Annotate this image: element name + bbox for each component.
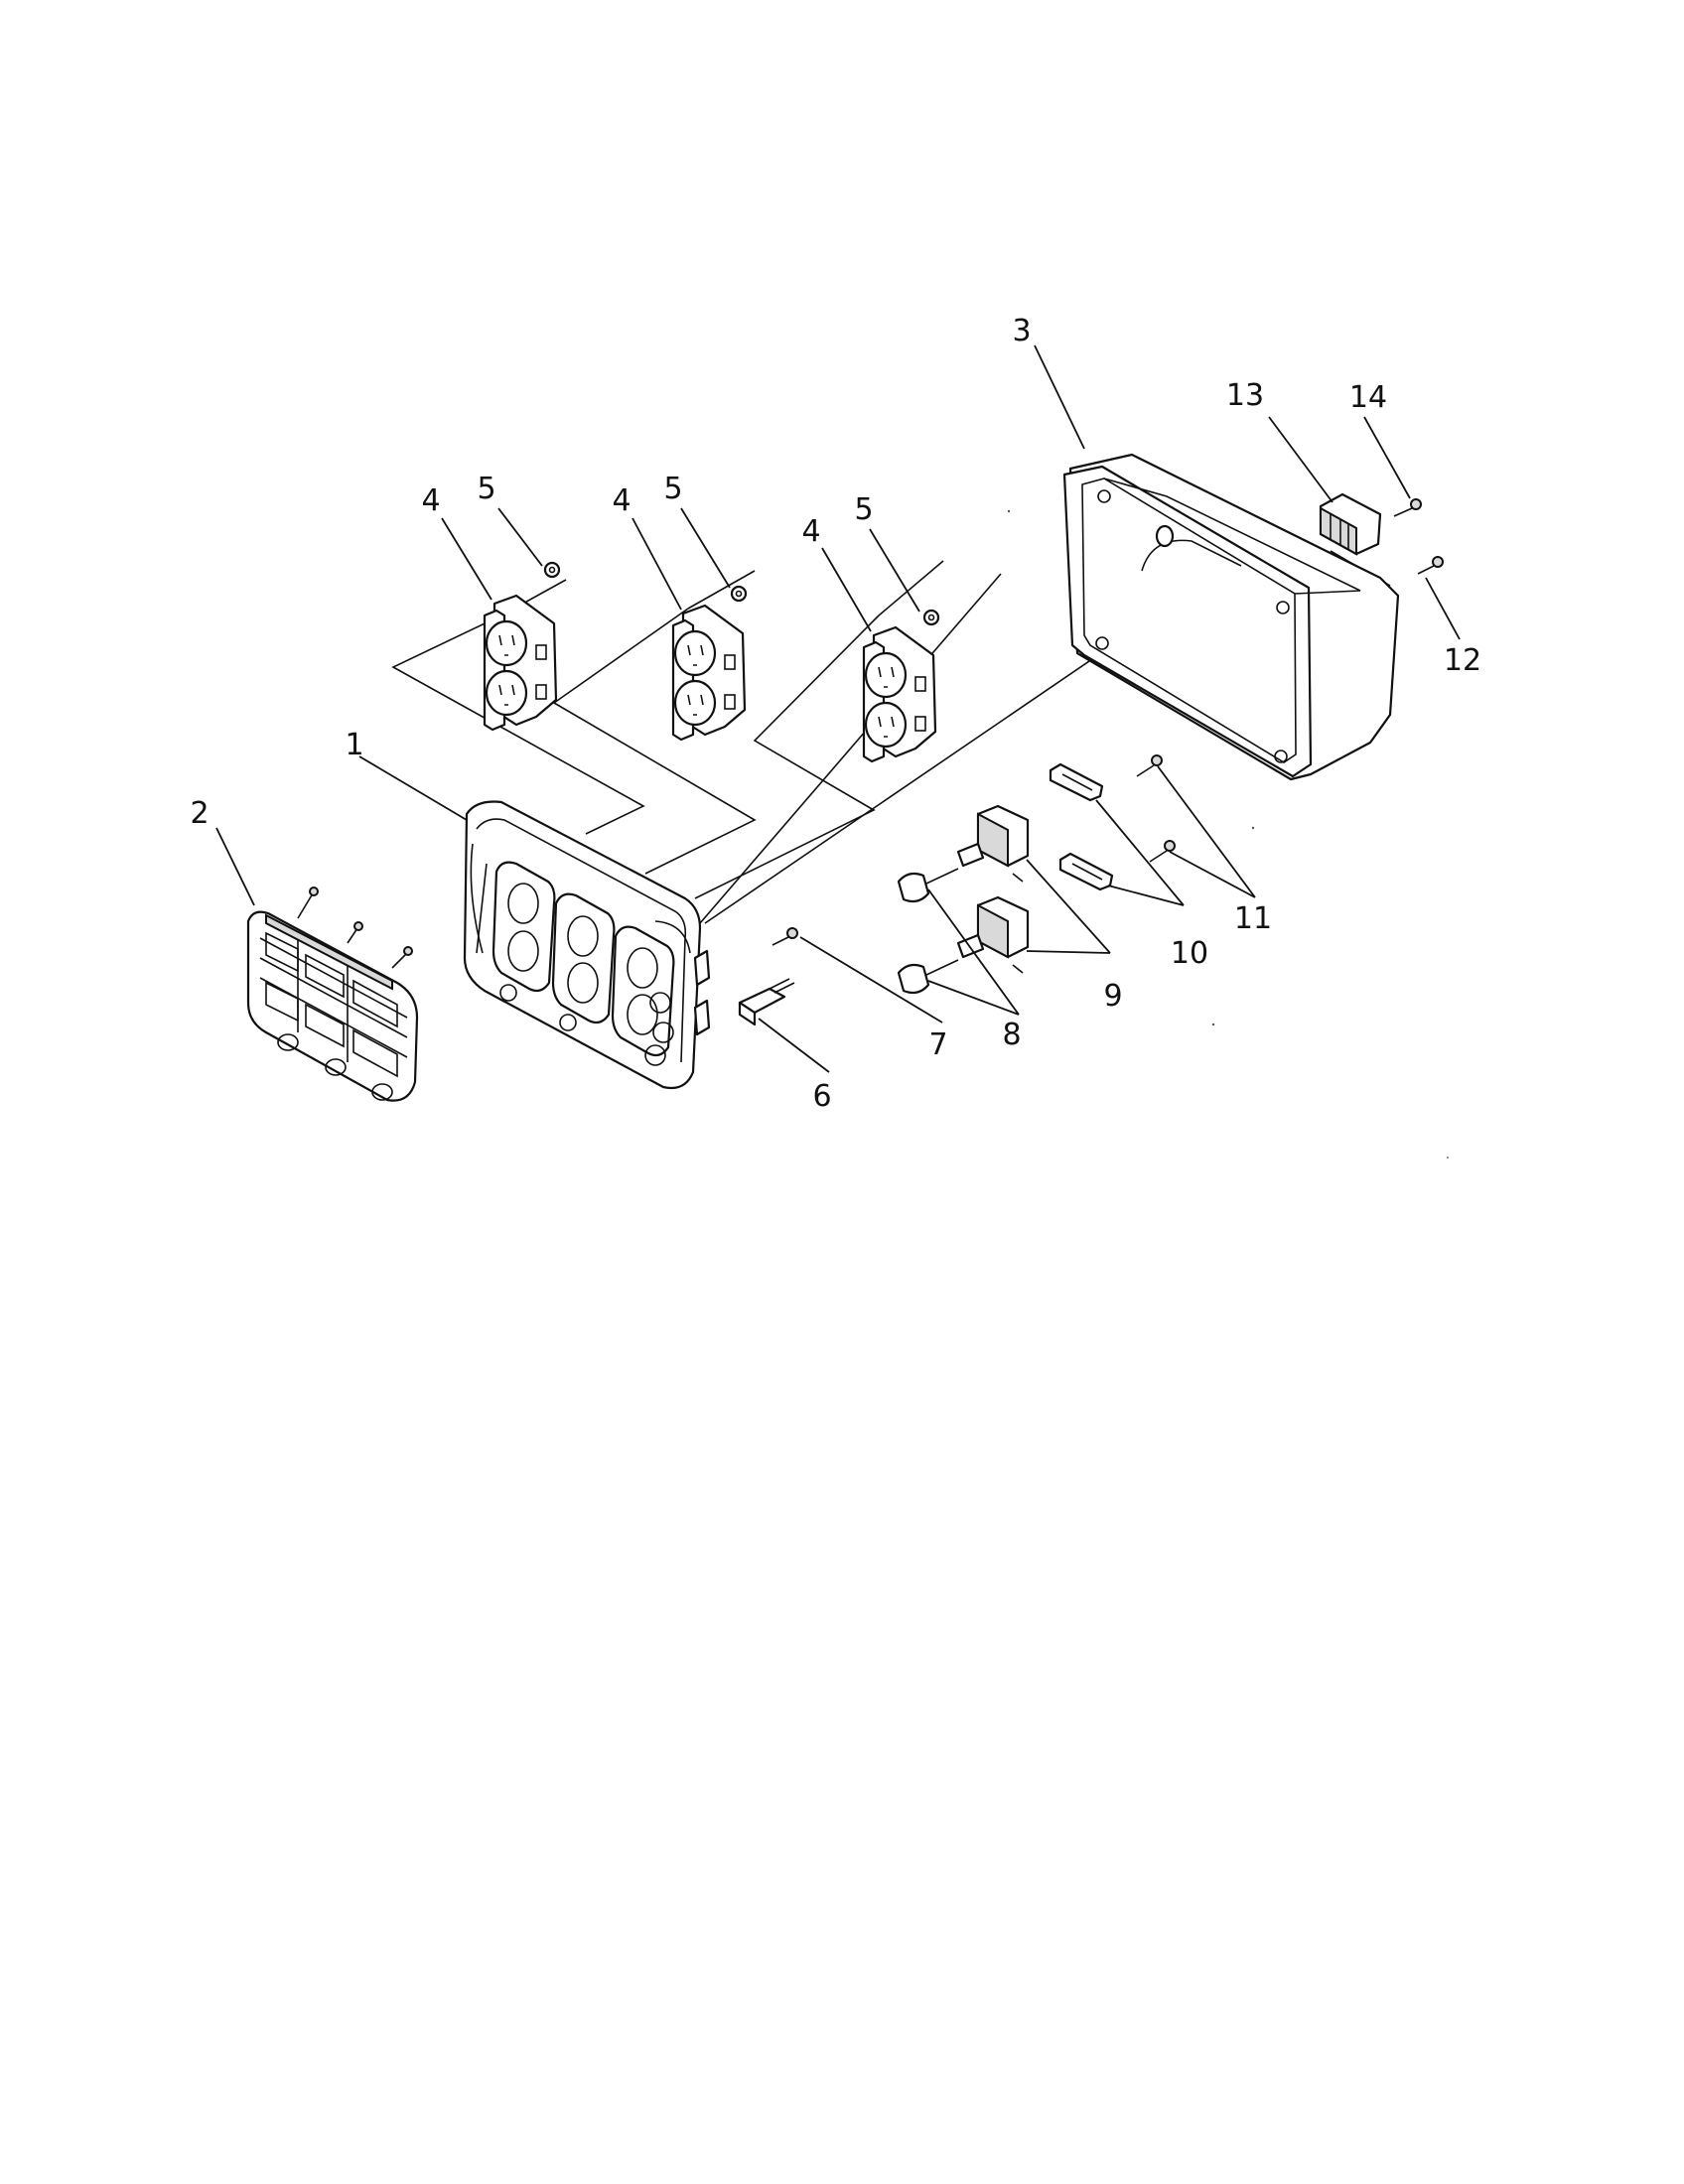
scan-specks — [1007, 509, 1449, 1159]
front-panel-part-1 — [463, 800, 711, 1090]
bracket-part-10-a — [1049, 762, 1104, 802]
cover-part-2 — [246, 887, 419, 1102]
callout-4-c: 4 — [801, 514, 820, 549]
receptacle-part-4-a — [483, 594, 558, 732]
breaker-part-9-b — [956, 895, 1030, 974]
knob-part-8-a — [897, 868, 959, 903]
callout-4-b: 4 — [612, 483, 631, 518]
screw-part-12 — [1417, 556, 1444, 575]
leader-lines — [215, 344, 1461, 1073]
callout-10: 10 — [1171, 936, 1208, 971]
callout-5-c: 5 — [854, 492, 873, 527]
back-box-part-3 — [1062, 453, 1400, 781]
terminal-block-part-13 — [1319, 492, 1382, 556]
callout-3: 3 — [1012, 314, 1031, 348]
nut-part-5-c — [922, 609, 940, 626]
callout-11: 11 — [1234, 901, 1272, 936]
receptacle-part-4-b — [671, 604, 747, 742]
knob-part-8-b — [897, 959, 959, 995]
callout-5-b: 5 — [663, 472, 682, 506]
breaker-part-9-a — [956, 804, 1030, 883]
nut-part-5-a — [543, 561, 561, 579]
callout-14: 14 — [1349, 380, 1387, 415]
callout-12: 12 — [1444, 643, 1481, 678]
screw-part-14 — [1393, 498, 1422, 517]
callout-8: 8 — [1002, 1018, 1021, 1052]
callout-4-a: 4 — [421, 483, 440, 518]
callout-13: 13 — [1226, 378, 1264, 413]
nut-part-5-b — [730, 585, 748, 603]
callout-2: 2 — [190, 796, 209, 831]
callout-5-a: 5 — [477, 472, 495, 506]
screw-part-11-a — [1136, 754, 1163, 777]
screw-part-7 — [772, 927, 798, 946]
receptacle-part-4-c — [862, 625, 937, 763]
callout-1: 1 — [345, 728, 363, 762]
lamp-holder-part-6 — [738, 978, 795, 1026]
callout-7: 7 — [928, 1027, 947, 1062]
callout-9: 9 — [1103, 979, 1122, 1014]
callout-6: 6 — [812, 1079, 831, 1114]
bracket-part-10-b — [1058, 852, 1114, 891]
callout-numbers: 1 2 3 4 4 4 5 5 5 6 7 8 9 10 11 12 13 14 — [190, 314, 1481, 1114]
screw-part-11-b — [1149, 840, 1176, 863]
